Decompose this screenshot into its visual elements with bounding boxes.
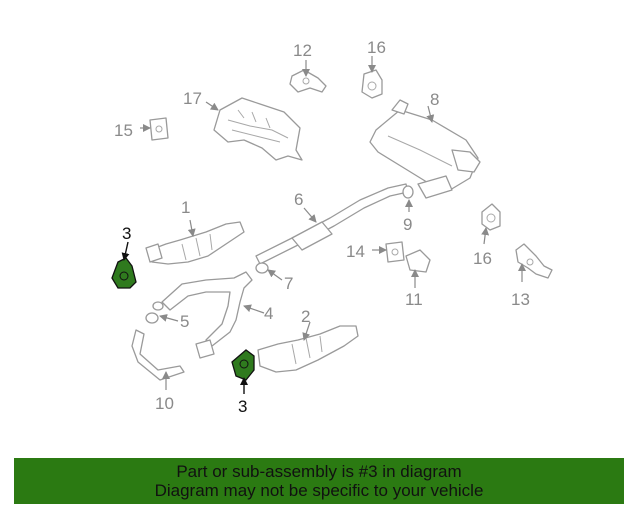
callout-14: 14 bbox=[346, 242, 365, 261]
part-14-clamp bbox=[385, 241, 405, 263]
callout-17: 17 bbox=[183, 89, 202, 108]
part-2-catalytic-converter bbox=[195, 325, 359, 373]
part-4-y-pipe bbox=[161, 271, 253, 347]
callout-15: 15 bbox=[114, 121, 133, 140]
exhaust-parts-diagram: 1 2 3 3 4 5 6 7 8 9 10 11 12 13 14 15 16… bbox=[111, 38, 553, 416]
part-6-center-pipe bbox=[255, 183, 409, 265]
part-7-gasket bbox=[255, 262, 269, 274]
callout-2: 2 bbox=[301, 307, 310, 326]
part-1-catalytic-converter bbox=[145, 221, 245, 265]
callout-12: 12 bbox=[293, 41, 312, 60]
part-8-rear-muffler bbox=[369, 99, 481, 199]
banner-line-1: Part or sub-assembly is #3 in diagram bbox=[176, 462, 462, 481]
callout-3-left: 3 bbox=[122, 224, 131, 243]
callout-16-right: 16 bbox=[473, 249, 492, 268]
banner-line-2: Diagram may not be specific to your vehi… bbox=[154, 481, 484, 500]
part-3-insulator-right bbox=[231, 349, 255, 381]
callout-11: 11 bbox=[405, 290, 423, 309]
part-12-hanger-bracket bbox=[289, 69, 327, 93]
part-3-insulator-left bbox=[111, 257, 137, 289]
part-17-heat-shield bbox=[213, 97, 303, 161]
part-5-gasket bbox=[145, 301, 164, 324]
part-15-clamp bbox=[149, 117, 169, 141]
callout-16-top: 16 bbox=[367, 38, 386, 57]
callout-6: 6 bbox=[294, 190, 303, 209]
callout-3-bottom: 3 bbox=[238, 397, 247, 416]
part-9-gasket bbox=[402, 185, 414, 199]
callout-9: 9 bbox=[403, 215, 412, 234]
callout-1: 1 bbox=[181, 198, 190, 217]
part-10-bracket bbox=[131, 329, 185, 381]
part-16-rubber-hanger-right bbox=[481, 203, 501, 231]
callout-4: 4 bbox=[264, 304, 273, 323]
part-11-bracket bbox=[405, 249, 431, 273]
callout-13: 13 bbox=[511, 290, 530, 309]
callout-10: 10 bbox=[155, 394, 174, 413]
info-banner: Part or sub-assembly is #3 in diagram Di… bbox=[14, 458, 624, 504]
callout-5: 5 bbox=[180, 312, 189, 331]
callout-7: 7 bbox=[284, 274, 293, 293]
part-16-rubber-hanger-top bbox=[361, 69, 383, 99]
callout-8: 8 bbox=[430, 90, 439, 109]
